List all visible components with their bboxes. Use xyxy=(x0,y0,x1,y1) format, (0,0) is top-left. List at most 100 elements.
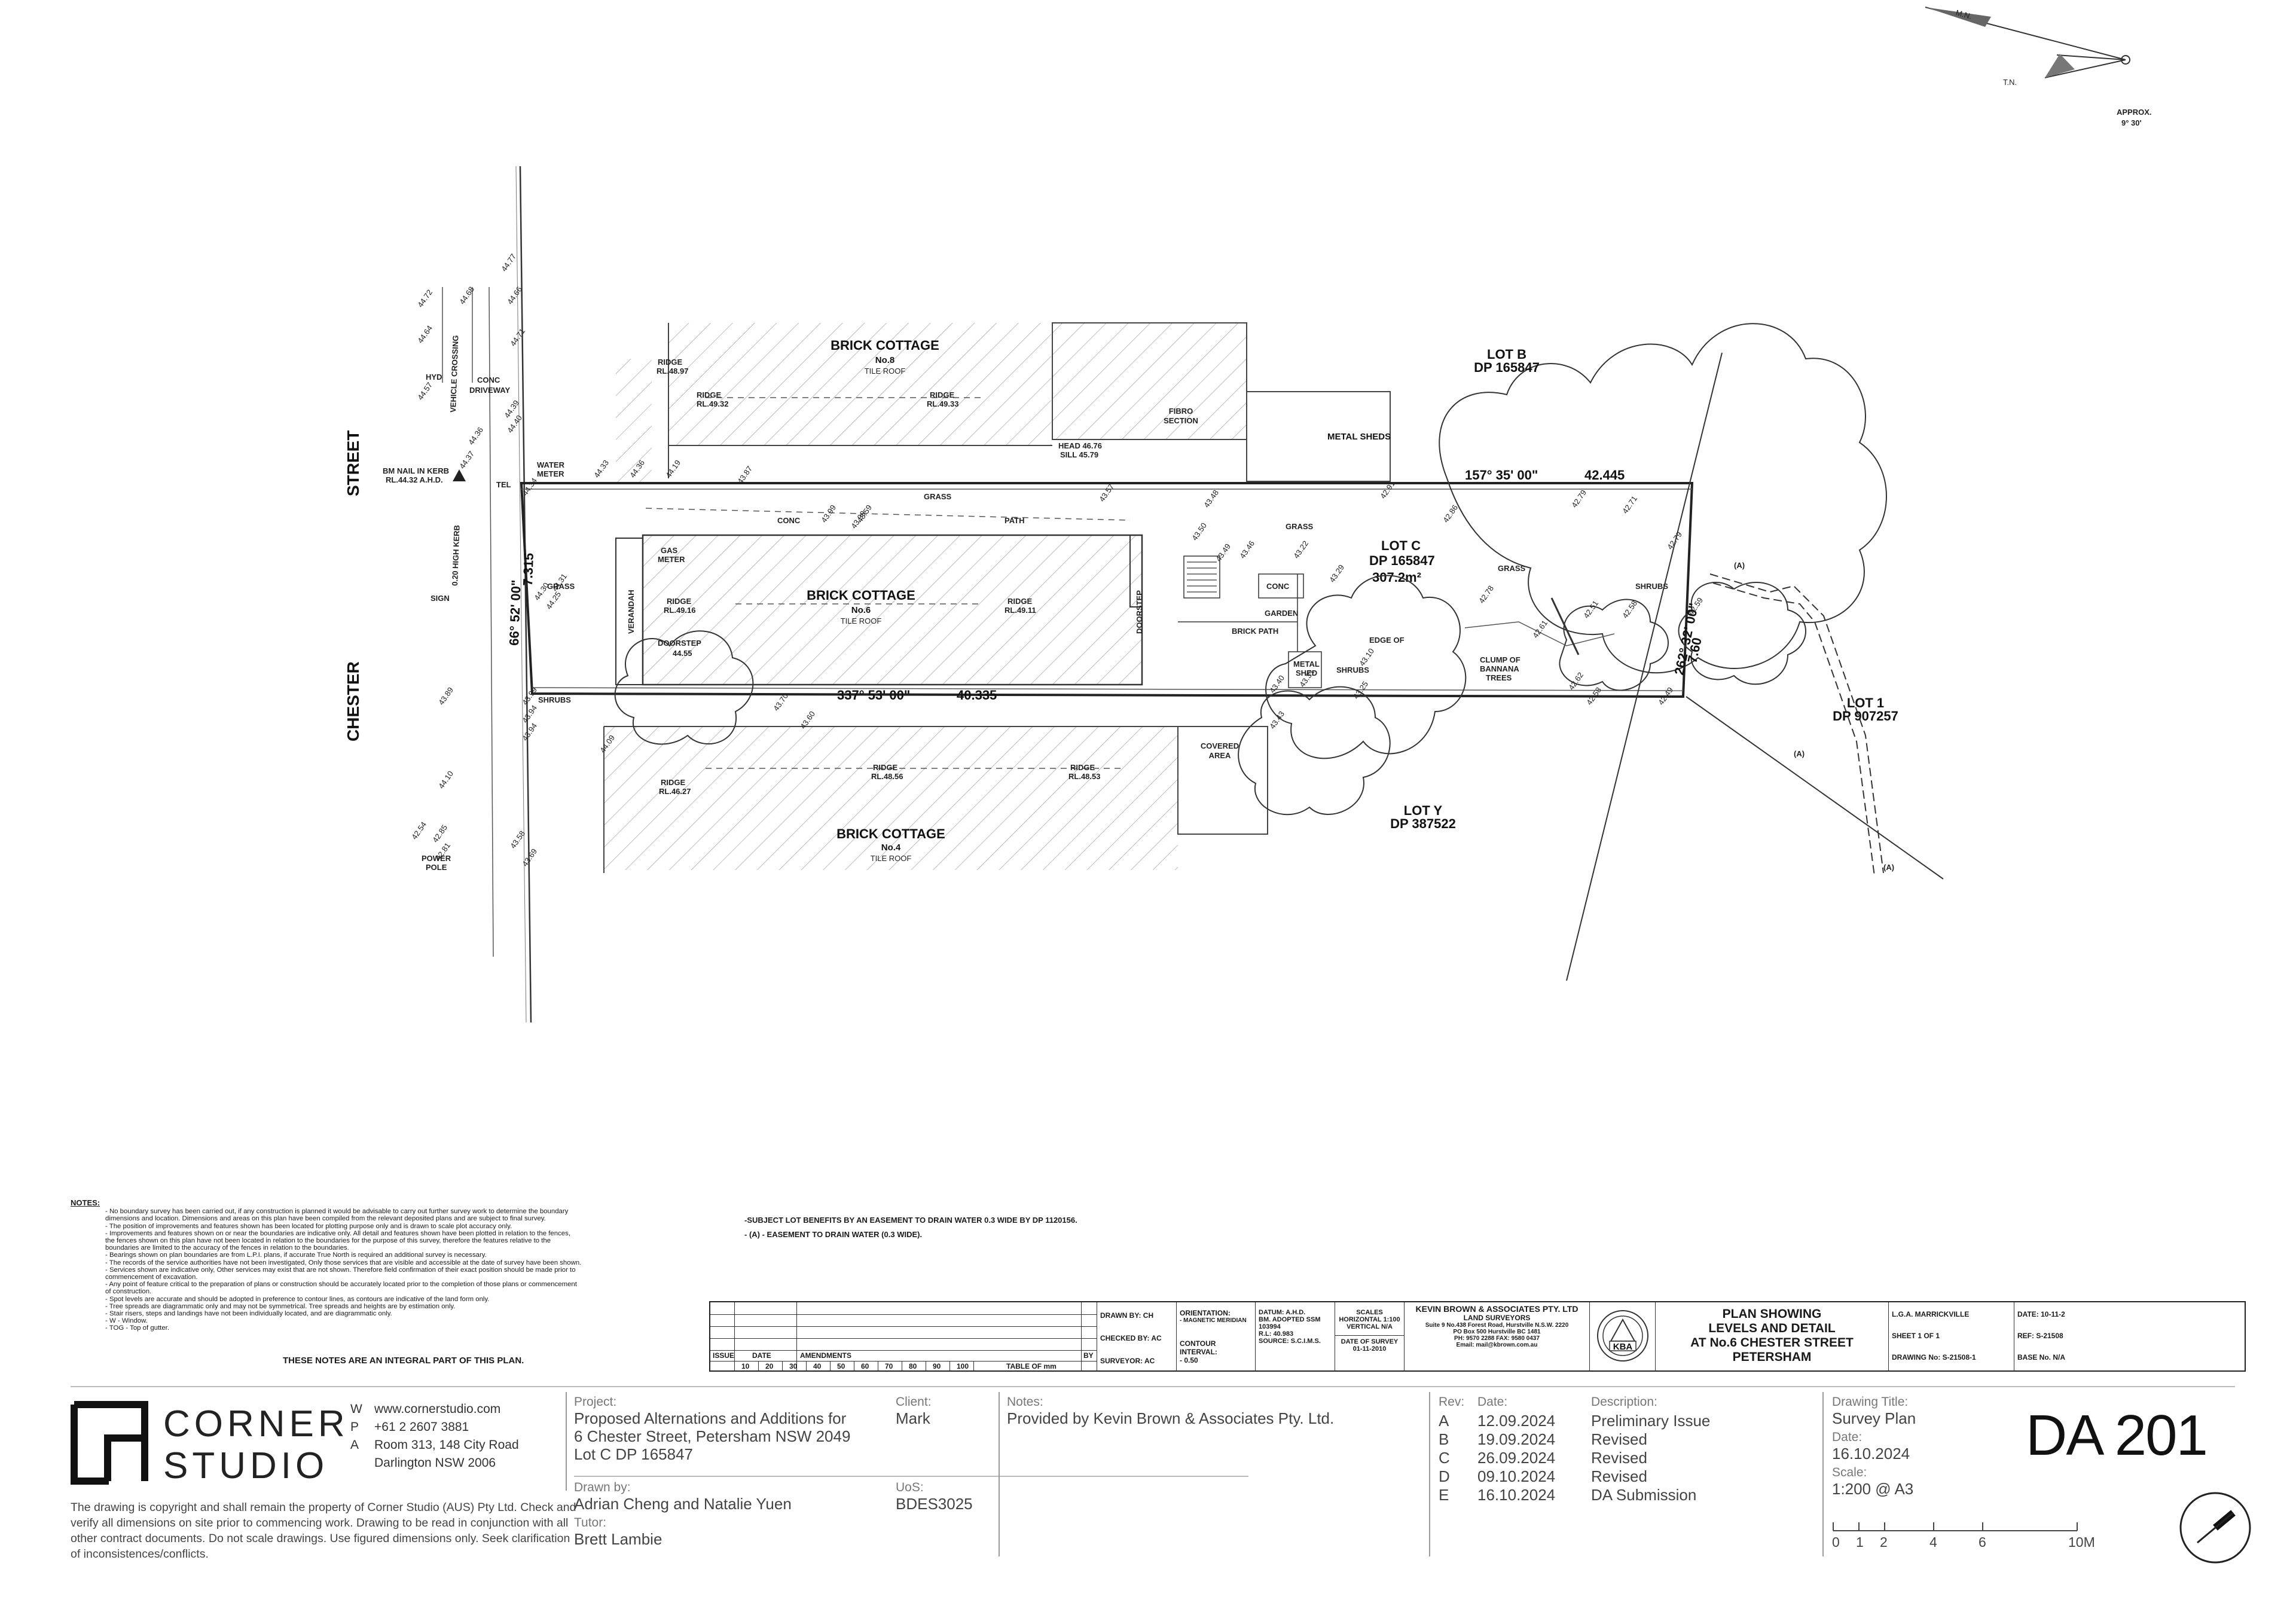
spot-level: 43.94 xyxy=(520,721,539,742)
project-line: 6 Chester Street, Petersham NSW 2049 xyxy=(574,1427,851,1445)
note-item: the fences shown on this plan have not b… xyxy=(105,1237,551,1245)
note-item: - The records of the service authorities… xyxy=(105,1259,582,1266)
metal-shed-label-1: METAL xyxy=(1293,660,1320,668)
spot-level: 44.68 xyxy=(457,285,476,306)
mm-tick: 50 xyxy=(837,1362,845,1370)
north-symbol-icon xyxy=(2176,1489,2254,1570)
chester-street: STREET CHESTER xyxy=(344,166,532,1023)
note-item: dimensions and location. Dimensions and … xyxy=(105,1215,546,1223)
gas-meter-2: METER xyxy=(658,555,685,564)
mn-label: M.N. xyxy=(1955,8,1973,21)
brick-path-label: BRICK PATH xyxy=(1232,627,1278,636)
ridge5: RIDGE xyxy=(1007,597,1033,606)
metal-shed-label-2: SHED xyxy=(1296,668,1317,677)
firm-type: LAND SURVEYORS xyxy=(1463,1314,1531,1322)
gas-meter-1: GAS xyxy=(661,546,678,555)
spot-level: 44.77 xyxy=(499,252,518,273)
mm-tick: 80 xyxy=(909,1362,917,1370)
tn-label: T.N. xyxy=(2003,78,2017,87)
note-item: - Tree spreads are diagrammatic only and… xyxy=(105,1302,456,1310)
project-label: Project: xyxy=(574,1395,617,1409)
north-arrow-icon: M.N. T.N. APPROX. 9° 30' xyxy=(1925,7,2152,127)
cottage8-roof: TILE ROOF xyxy=(865,367,906,376)
note-item: commencement of excavation. xyxy=(105,1274,198,1281)
note-item: boundaries are limited to the accuracy o… xyxy=(105,1244,349,1252)
spot-level: 43.89 xyxy=(436,685,455,706)
lot-y-dp: DP 387522 xyxy=(1390,816,1456,831)
datum-4: SOURCE: S.C.I.M.S. xyxy=(1259,1338,1321,1345)
cottage6-roof: TILE ROOF xyxy=(841,616,882,625)
spot-level: 43.22 xyxy=(1292,539,1310,560)
ridge6: RIDGE xyxy=(873,763,898,772)
easement-marker-2: (A) xyxy=(1794,749,1805,758)
ridge1: RIDGE xyxy=(658,358,683,367)
uos-label: UoS: xyxy=(896,1480,924,1494)
sheet-label: SHEET 1 OF 1 xyxy=(1892,1332,1940,1340)
spot-level: 44.71 xyxy=(508,326,527,347)
copyright-text: The drawing is copyright and shall remai… xyxy=(71,1501,576,1561)
ridge8-rl: RL.46.27 xyxy=(659,787,691,796)
grass-lot-b: GRASS xyxy=(1498,564,1526,573)
covered-label-1: COVERED xyxy=(1201,741,1239,750)
mm-tick: 90 xyxy=(933,1362,941,1370)
logo-word-1: CORNER xyxy=(163,1403,349,1445)
note-item: - Improvements and features shown on or … xyxy=(105,1229,570,1237)
lot-b-dp: DP 165847 xyxy=(1474,360,1540,375)
surveyor-survey: SURVEYOR: AC xyxy=(1100,1357,1155,1365)
lot-1-label: LOT 1 xyxy=(1847,695,1884,710)
cottage8-name: BRICK COTTAGE xyxy=(831,338,939,353)
ridge6-rl: RL.48.56 xyxy=(871,772,903,781)
tel-label: TEL xyxy=(496,480,511,489)
spot-level: 44.25 xyxy=(544,590,563,610)
easement-note-2: - (A) - EASEMENT TO DRAIN WATER (0.3 WID… xyxy=(744,1230,923,1239)
sill1: SILL 45.79 xyxy=(1060,450,1098,459)
spot-level: 43.99 xyxy=(819,503,838,524)
street-label: STREET xyxy=(344,431,362,496)
grass-rear: GRASS xyxy=(1286,522,1314,531)
spot-level: 43.43 xyxy=(1268,709,1286,730)
lot-b-label: LOT B xyxy=(1487,347,1526,362)
drawn-by-label: Drawn by: xyxy=(574,1480,631,1494)
firm-email: Email: mail@kbrown.com.au xyxy=(1456,1342,1538,1348)
cottage6-no: No.6 xyxy=(851,605,871,615)
rev-label: Rev: xyxy=(1439,1395,1465,1409)
bearing-west-distance: 7.315 xyxy=(520,552,536,586)
bearing-west: 66° 52' 00" xyxy=(506,579,524,646)
spot-level: 44.19 xyxy=(664,458,682,479)
datum-2: BM. ADOPTED SSM 103994 xyxy=(1259,1316,1321,1330)
orientation-2: - MAGNETIC MERIDIAN xyxy=(1180,1317,1247,1324)
spot-level: 43.48 xyxy=(1202,488,1220,509)
by-header: BY xyxy=(1083,1351,1094,1360)
date-header: DATE xyxy=(752,1351,771,1360)
lot-c-dp: DP 165847 xyxy=(1369,553,1435,568)
shrubs-lot-b: SHRUBS xyxy=(1635,582,1668,591)
clump-1: CLUMP OF xyxy=(1480,655,1521,664)
path-side: PATH xyxy=(1004,516,1024,525)
spot-level: 43.49 xyxy=(1214,542,1232,563)
drawing-no-label: DRAWING No: S-21508-1 xyxy=(1892,1353,1976,1362)
tutor-value: Brett Lambie xyxy=(574,1530,662,1548)
project-line: Proposed Alternations and Additions for xyxy=(574,1409,847,1427)
grass-side: GRASS xyxy=(924,492,952,501)
shrubs-rear: SHRUBS xyxy=(1336,666,1369,674)
scales-3: VERTICAL N/A xyxy=(1347,1323,1393,1330)
note-item: of construction. xyxy=(105,1288,152,1296)
notes-footer: THESE NOTES ARE AN INTEGRAL PART OF THIS… xyxy=(283,1355,524,1366)
conc-side: CONC xyxy=(777,516,801,525)
cottage4-no: No.4 xyxy=(881,842,901,853)
uos-value: BDES3025 xyxy=(896,1495,973,1513)
rear-structures: CONC METAL SHED GARDEN BRICK PATH xyxy=(1178,555,1322,688)
lot-y-label: LOT Y xyxy=(1404,803,1443,818)
easement-marker-1: (A) xyxy=(1734,561,1745,570)
checked-by-survey: CHECKED BY: AC xyxy=(1100,1334,1162,1342)
spot-level: 43.50 xyxy=(1190,521,1208,542)
spot-level: 44.72 xyxy=(416,288,434,309)
spot-level: 42.86 xyxy=(1441,503,1460,524)
spot-level: 42.58 xyxy=(1620,599,1639,619)
